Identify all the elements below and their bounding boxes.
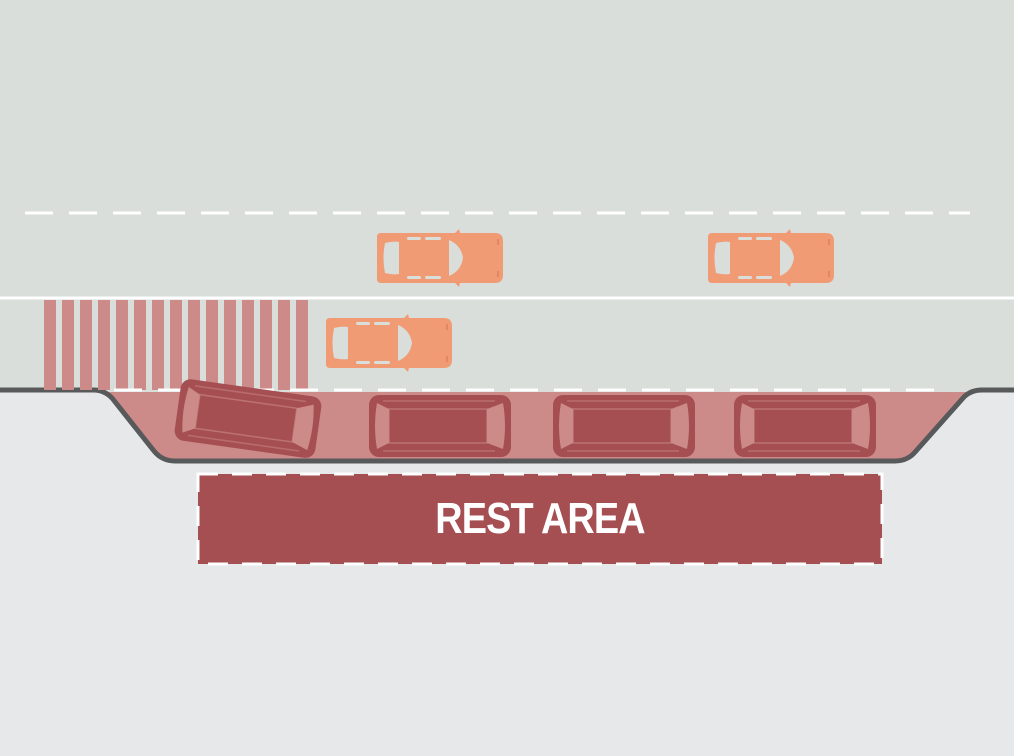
moving-car-3: [326, 314, 452, 372]
parked-car-4: [733, 394, 877, 458]
moving-car-2: [708, 229, 834, 287]
rest-area-border: [196, 472, 884, 566]
crosswalk: [44, 300, 308, 390]
rest-area-block: [198, 474, 882, 564]
road: [0, 0, 1014, 392]
rest-area-label: REST AREA: [435, 494, 645, 543]
parked-car-2: [368, 394, 512, 458]
curb-line: [0, 387, 1014, 464]
parked-car-3: [552, 394, 696, 458]
moving-car-1: [377, 229, 503, 287]
